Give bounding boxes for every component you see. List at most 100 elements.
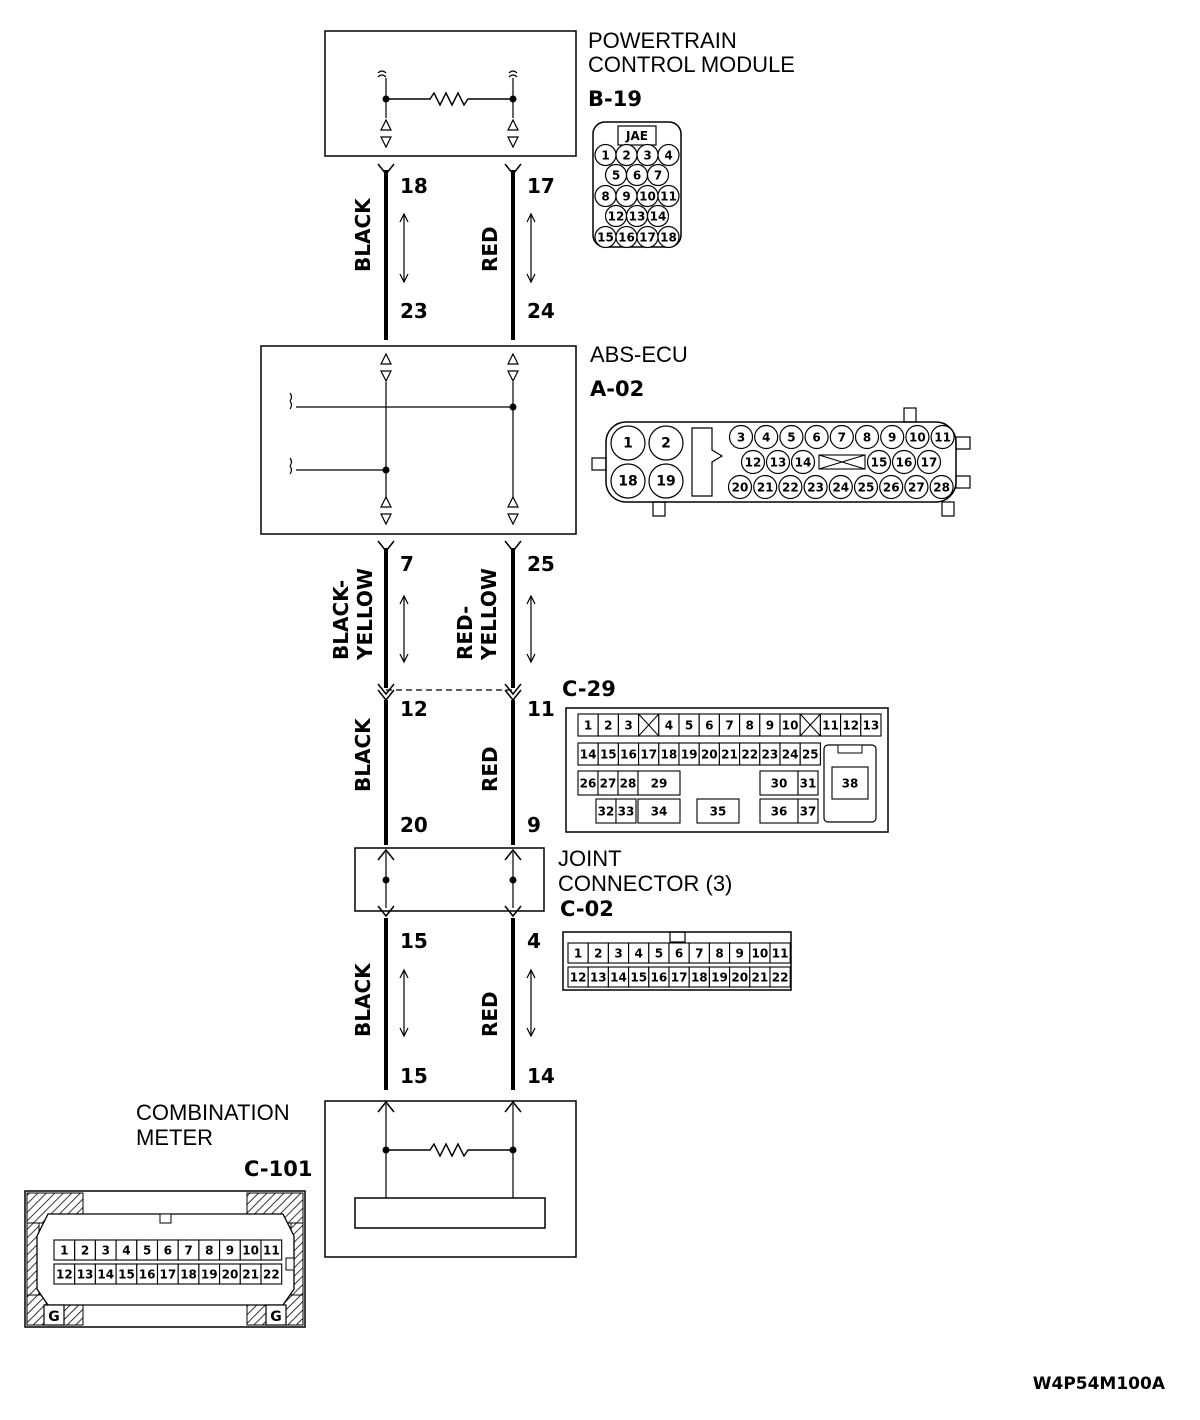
pin-label: 22 — [741, 748, 758, 762]
pin-cell — [860, 713, 882, 737]
pin-label: 3 — [102, 1244, 110, 1258]
pin-circle — [790, 449, 816, 475]
pin-label: 9 — [736, 947, 744, 961]
c29-connector-code: C-29 — [562, 677, 616, 701]
pin-label: 25 — [802, 748, 819, 762]
pin-circle — [803, 474, 828, 500]
pin-cell — [769, 942, 791, 964]
pin-label: 20 — [731, 971, 748, 985]
pin-circle — [880, 424, 905, 450]
pin-label: 2 — [661, 436, 671, 452]
pin-label: 9 — [888, 431, 896, 445]
pin-label: 17 — [921, 456, 938, 470]
pin-label: 5 — [612, 169, 620, 183]
pin-label: 4 — [664, 149, 672, 163]
pin-circle — [929, 474, 954, 500]
pin-label: 16 — [651, 971, 668, 985]
pin-label: 26 — [580, 777, 597, 791]
pin-circle — [753, 474, 778, 500]
pin-label: 16 — [896, 456, 913, 470]
pin-label: 38 — [842, 777, 859, 791]
wire-color-black-yellow-line1: BLACK- — [329, 580, 353, 660]
wire-color-black: BLACK — [351, 197, 375, 272]
signal-direction-arrow — [526, 212, 536, 284]
wire-segment-3: BLACK RED 20 9 — [351, 700, 541, 845]
pin-label: 3 — [643, 149, 651, 163]
pin-label: 22 — [263, 1268, 280, 1282]
pin-label: 18 — [661, 748, 678, 762]
pin-label: 35 — [710, 805, 727, 819]
pin-label: 21 — [721, 748, 738, 762]
meter-name-line2: METER — [136, 1125, 213, 1150]
pin-label: 15 — [871, 456, 888, 470]
pin-label: 34 — [651, 805, 668, 819]
pin-circle — [754, 424, 779, 450]
pin-11: 11 — [527, 697, 555, 721]
pin-label: 20 — [701, 748, 718, 762]
pin-label: 24 — [832, 481, 849, 495]
pin-label: 2 — [594, 947, 602, 961]
wire-color-black: BLACK — [351, 717, 375, 792]
pin-circle — [646, 163, 670, 187]
pin-label: 25 — [858, 481, 875, 495]
pin-cell — [696, 798, 740, 824]
pin-label: 1 — [574, 947, 582, 961]
pin-label: 22 — [772, 971, 789, 985]
pin-label: 21 — [757, 481, 774, 495]
pin-label: 6 — [675, 947, 683, 961]
pin-label: 15 — [118, 1268, 135, 1282]
pin-label: 17 — [159, 1268, 176, 1282]
pin-label: 14 — [795, 456, 812, 470]
pin-label: 4 — [665, 719, 673, 733]
pin-label: 19 — [681, 748, 698, 762]
pin-circle — [610, 425, 646, 461]
pin-label: 13 — [77, 1268, 94, 1282]
pcm-name-line1: POWERTRAIN — [588, 28, 737, 53]
pin-label: 4 — [635, 947, 643, 961]
pin-label: 21 — [242, 1268, 259, 1282]
pin-cell — [797, 770, 819, 796]
pin-label: 18 — [618, 474, 637, 490]
pcm-name-line2: CONTROL MODULE — [588, 52, 795, 77]
joint-connector: JOINT CONNECTOR (3) C-02 — [354, 846, 732, 921]
pin-label: 3 — [737, 431, 745, 445]
pin-circle — [648, 463, 684, 499]
pin-label: 18 — [180, 1268, 197, 1282]
pin-label: 13 — [629, 210, 646, 224]
pin-label: 36 — [771, 805, 788, 819]
pin-label: 37 — [800, 805, 817, 819]
pin-label: 8 — [715, 947, 723, 961]
wire-color-red: RED — [478, 226, 502, 272]
pin-circle — [828, 474, 853, 500]
pin-circle — [740, 449, 766, 475]
pin-label: 27 — [908, 481, 925, 495]
pin-label: 20 — [222, 1268, 239, 1282]
pin-18: 18 — [400, 174, 428, 198]
pin-label: 5 — [143, 1244, 151, 1258]
pin-label: 12 — [842, 719, 859, 733]
combination-meter: COMBINATION METER C-101 — [136, 1100, 577, 1258]
pin-label: 16 — [139, 1268, 156, 1282]
pin-label: 20 — [732, 481, 749, 495]
wire-color-red: RED — [478, 746, 502, 792]
ground-terminal-right: G — [270, 1309, 282, 1325]
pin-circle — [854, 424, 880, 450]
pin-label: 18 — [660, 231, 677, 245]
pin-cell — [615, 798, 637, 824]
pin-label: 8 — [863, 431, 871, 445]
pin-label: 14 — [97, 1268, 114, 1282]
pin-label: 3 — [614, 947, 622, 961]
pin-label: 33 — [618, 805, 635, 819]
pin-label: 16 — [618, 231, 635, 245]
joint-connector-code: C-02 — [560, 897, 614, 921]
pin-label: 2 — [81, 1244, 89, 1258]
pin-label: 17 — [639, 231, 656, 245]
pin-circle — [728, 424, 754, 450]
pin-label: 7 — [695, 947, 703, 961]
pin-circle — [778, 474, 803, 500]
pin-label: 9 — [622, 190, 630, 204]
pin-label: 19 — [656, 474, 675, 490]
pin-label: 28 — [620, 777, 637, 791]
pin-label: 11 — [822, 719, 839, 733]
